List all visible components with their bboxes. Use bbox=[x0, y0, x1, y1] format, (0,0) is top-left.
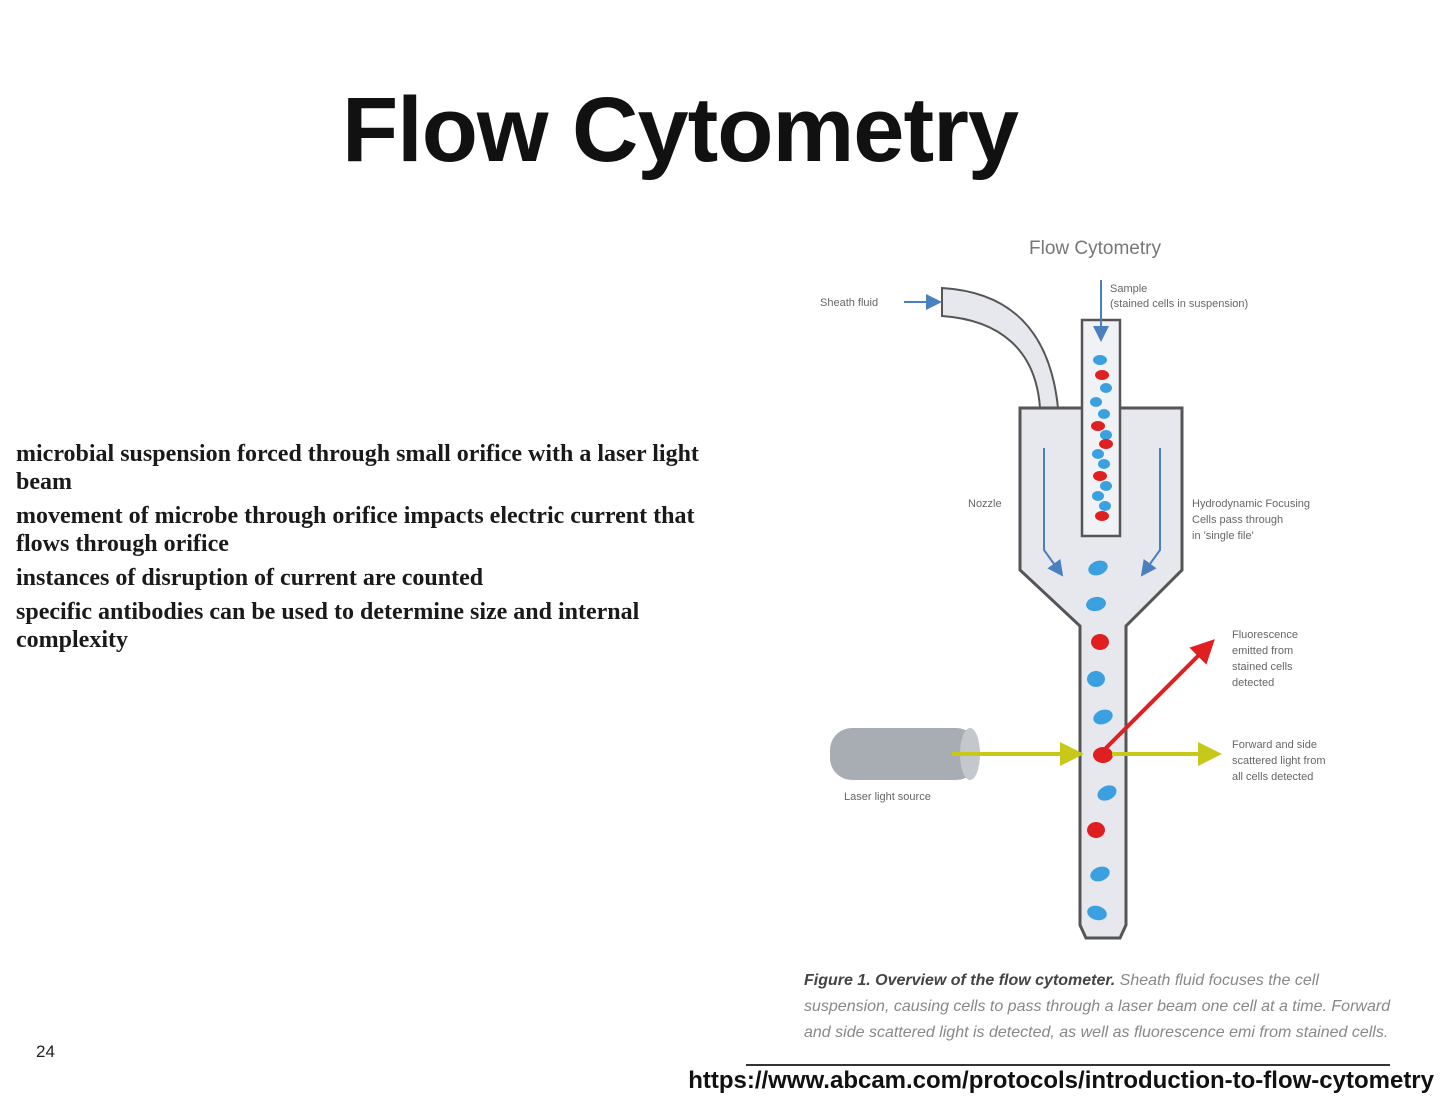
blue-cell bbox=[1093, 355, 1107, 365]
bullet-item: microbial suspension forced through smal… bbox=[16, 441, 699, 495]
red-cell bbox=[1091, 421, 1105, 431]
focusing-label: Cells pass through bbox=[1192, 514, 1283, 526]
page-number: 24 bbox=[36, 1042, 55, 1061]
blue-cell bbox=[1086, 596, 1106, 612]
red-cell bbox=[1095, 370, 1109, 380]
blue-cell bbox=[1100, 481, 1112, 491]
nozzle-label: Nozzle bbox=[968, 498, 1002, 510]
flow-cytometer-diagram: Flow Cytometry bbox=[820, 238, 1326, 940]
cells-in-sample-tube bbox=[1090, 355, 1113, 521]
red-cell bbox=[1093, 747, 1113, 763]
red-cell bbox=[1093, 471, 1107, 481]
blue-cell bbox=[1087, 905, 1107, 921]
blue-cell bbox=[1099, 501, 1111, 511]
blue-cell bbox=[1098, 409, 1110, 419]
blue-cell bbox=[1090, 866, 1110, 882]
caption-lead: Figure 1. Overview of the flow cytometer… bbox=[804, 972, 1116, 989]
blue-cell bbox=[1090, 397, 1102, 407]
blue-cell bbox=[1098, 459, 1110, 469]
source-url-link[interactable]: https://www.abcam.com/protocols/introduc… bbox=[688, 1067, 1434, 1094]
blue-cell bbox=[1092, 449, 1104, 459]
blue-cell bbox=[1087, 671, 1105, 687]
figure-caption: Figure 1. Overview of the flow cytometer… bbox=[804, 968, 1404, 1064]
focus-arrow bbox=[1140, 448, 1161, 577]
focusing-label: in 'single file' bbox=[1192, 530, 1254, 542]
red-cell bbox=[1095, 511, 1109, 521]
bullet-item: specific antibodies can be used to deter… bbox=[16, 599, 640, 653]
red-cell bbox=[1091, 634, 1109, 650]
divider-line bbox=[746, 1064, 1390, 1066]
sample-label-detail: (stained cells in suspension) bbox=[1110, 298, 1248, 310]
scatter-label: scattered light from bbox=[1232, 755, 1326, 767]
blue-cell bbox=[1100, 430, 1112, 440]
scatter-label: all cells detected bbox=[1232, 771, 1313, 783]
blue-cell bbox=[1097, 785, 1117, 801]
bullet-item: instances of disruption of current are c… bbox=[16, 565, 484, 591]
blue-cell bbox=[1100, 383, 1112, 393]
sheath-fluid-label: Sheath fluid bbox=[820, 297, 878, 309]
sheath-fluid-tube bbox=[941, 286, 1060, 409]
fluorescence-label: detected bbox=[1232, 677, 1274, 689]
sample-label: Sample bbox=[1110, 283, 1147, 295]
focusing-label: Hydrodynamic Focusing bbox=[1192, 498, 1310, 510]
figure-title: Flow Cytometry bbox=[1029, 238, 1161, 259]
focus-arrow bbox=[1043, 448, 1064, 577]
blue-cell bbox=[1088, 560, 1108, 576]
bullet-item: movement of microbe through orifice impa… bbox=[16, 503, 695, 557]
bullet-list: microbial suspension forced through smal… bbox=[16, 440, 716, 660]
red-cell bbox=[1099, 439, 1113, 449]
laser-label: Laser light source bbox=[844, 791, 931, 803]
blue-cell bbox=[1093, 709, 1113, 725]
red-cell bbox=[1087, 822, 1105, 838]
fluorescence-label: stained cells bbox=[1232, 661, 1293, 673]
blue-cell bbox=[1092, 491, 1104, 501]
cells-single-file bbox=[1086, 560, 1117, 921]
fluorescence-label: emitted from bbox=[1232, 645, 1293, 657]
fluorescence-label: Fluorescence bbox=[1232, 629, 1298, 641]
caption-text: Sheath fluid focuses the cell suspension… bbox=[804, 972, 1391, 1041]
slide-title: Flow Cytometry bbox=[341, 79, 1019, 181]
scatter-label: Forward and side bbox=[1232, 739, 1317, 751]
fluorescence-arrow bbox=[1102, 639, 1215, 752]
